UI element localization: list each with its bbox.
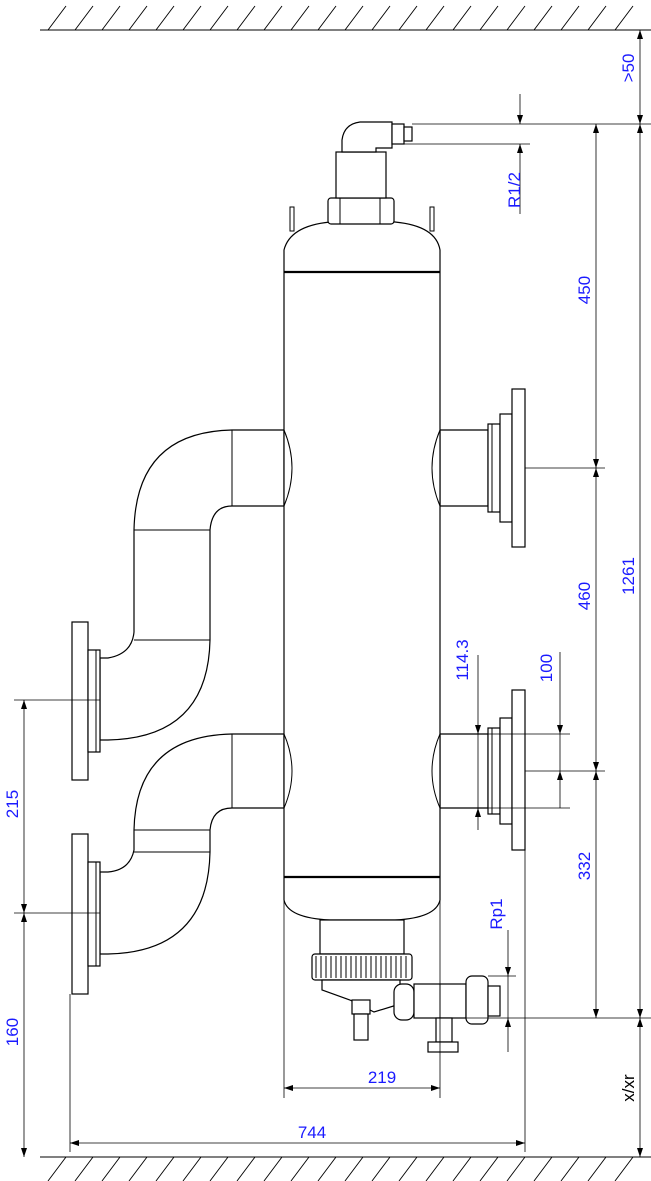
floor-hatch — [40, 1156, 651, 1181]
dim-lower-to-drain: 332 — [575, 852, 594, 880]
dimension-lines — [14, 30, 651, 1157]
air-vent — [327, 121, 413, 225]
drain-assembly — [311, 919, 501, 1053]
dim-left-bottom: 160 — [3, 1018, 22, 1046]
dim-offset-100: 100 — [537, 654, 556, 682]
left-flange-lower — [71, 833, 101, 995]
right-nozzle-upper — [431, 388, 526, 548]
dim-vent-thread: R1/2 — [505, 172, 524, 208]
ceiling-hatch — [40, 5, 651, 31]
dim-middle-to-lower: 460 — [575, 582, 594, 610]
left-flange-upper — [71, 621, 101, 781]
left-pipe-assembly — [99, 429, 293, 955]
dim-vessel-diameter: 219 — [368, 1068, 396, 1087]
dim-nozzle-diameter: 114.3 — [453, 639, 472, 680]
dim-upper-to-middle: 450 — [575, 276, 594, 304]
dim-left-spacing: 215 — [3, 790, 22, 818]
separator-vessel — [283, 206, 441, 921]
dim-total-height: 1261 — [619, 557, 638, 595]
dim-drain-thread: Rp1 — [487, 898, 506, 929]
dim-floor-clearance: x/xr — [619, 1074, 638, 1102]
dim-overall-width: 744 — [298, 1123, 326, 1142]
dim-clearance-top: >50 — [619, 54, 638, 83]
right-nozzle-lower — [431, 689, 526, 851]
